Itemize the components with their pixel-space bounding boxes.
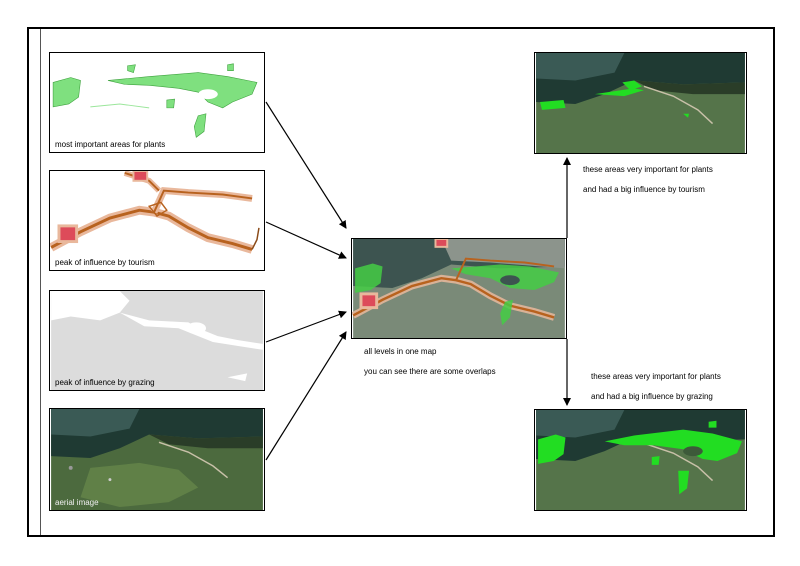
tourism-result-text-2: and had a big influence by tourism xyxy=(583,185,705,194)
margin-line xyxy=(40,29,41,535)
aerial-caption: aerial image xyxy=(55,498,99,507)
tourism-panel: peak of influence by tourism xyxy=(49,170,265,271)
aerial-panel: aerial image xyxy=(49,408,265,511)
tourism-result-panel xyxy=(534,52,747,154)
plants-caption: most important areas for plants xyxy=(55,140,166,149)
aerial-image xyxy=(51,409,263,510)
combined-panel xyxy=(351,238,567,339)
grazing-map xyxy=(51,291,263,390)
plants-panel: most important areas for plants xyxy=(49,52,265,153)
grazing-result-text-1: these areas very important for plants xyxy=(591,372,721,381)
combined-map xyxy=(352,239,565,338)
grazing-caption: peak of influence by grazing xyxy=(55,378,155,387)
grazing-panel: peak of influence by grazing xyxy=(49,290,265,391)
grazing-result-panel xyxy=(534,409,747,511)
tourism-result-map xyxy=(536,53,745,153)
tourism-map xyxy=(50,171,260,254)
tourism-caption: peak of influence by tourism xyxy=(55,258,155,267)
grazing-result-text-2: and had a big influence by grazing xyxy=(591,392,713,401)
grazing-result-map xyxy=(536,410,745,510)
combined-text-2: you can see there are some overlaps xyxy=(364,367,496,376)
combined-text-1: all levels in one map xyxy=(364,347,437,356)
tourism-result-text-1: these areas very important for plants xyxy=(583,165,713,174)
plants-map xyxy=(52,63,258,138)
